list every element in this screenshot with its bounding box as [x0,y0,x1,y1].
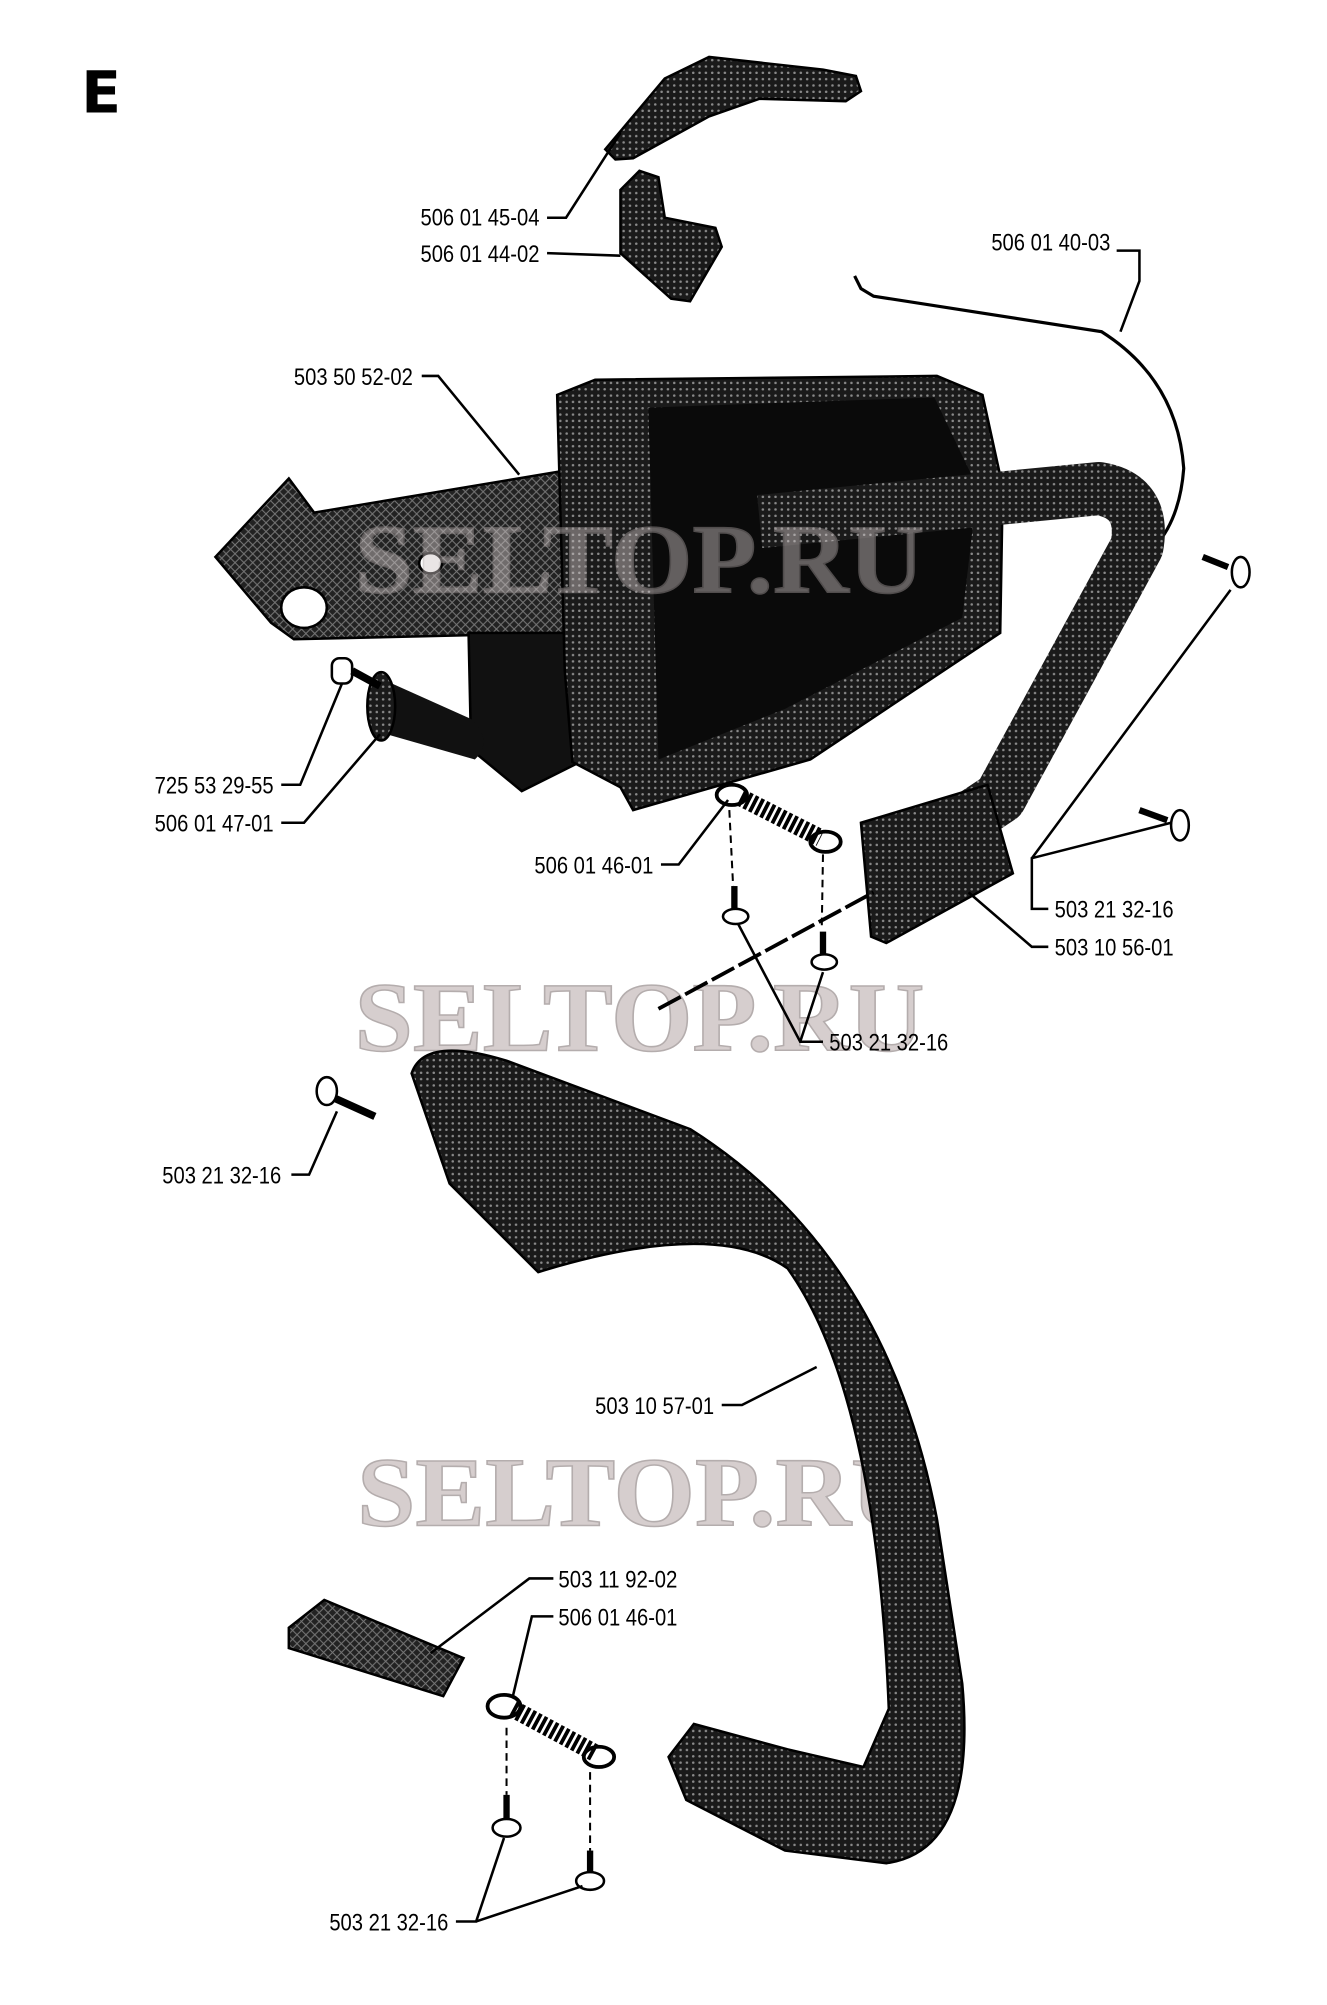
part-label-spring-lower: 506 01 46-01 [558,1604,677,1631]
buffer-spring-part [366,670,484,760]
screw [721,886,750,926]
screw [1138,807,1191,842]
watermark: SELTOP.RU [355,505,925,614]
part-label-rear-handle-cover: 503 10 56-01 [1055,935,1174,962]
part-label-grip-pad: 503 11 92-02 [558,1566,677,1593]
screw [315,1075,377,1120]
rear-handle-cover-part [757,462,1165,945]
part-label-lever-bracket: 506 01 44-02 [420,241,539,268]
bolt-part [330,656,382,690]
part-label-throttle-wire: 506 01 40-03 [991,230,1110,257]
watermark: SELTOP.RU [357,1438,927,1547]
screw [810,931,839,971]
screw [1201,554,1251,589]
part-label-buffer-spring: 506 01 47-01 [155,811,274,838]
spring-upper-part [714,782,843,854]
grip-pad-part [287,1598,466,1698]
lever-top-part [603,55,863,161]
throttle-wire-part [853,275,1186,548]
part-label-bolt: 725 53 29-55 [155,773,274,800]
part-label-screw-center: 503 21 32-16 [829,1030,948,1057]
lever-bracket-part [619,169,724,303]
part-label-lever-top: 506 01 45-04 [420,204,539,231]
rod-part [657,890,875,1011]
spring-lower-part [485,1692,617,1769]
screw [574,1850,606,1892]
part-label-screw-bottom: 503 21 32-16 [329,1909,448,1936]
part-label-screw-left: 503 21 32-16 [162,1163,281,1190]
section-letter: E [81,59,121,127]
screw [491,1794,522,1838]
part-label-handle-housing: 503 50 52-02 [294,364,413,391]
part-label-spring-upper: 506 01 46-01 [534,852,653,879]
front-handle-part [410,1049,966,1865]
part-label-screw-right: 503 21 32-16 [1055,897,1174,924]
part-label-front-handle: 503 10 57-01 [595,1393,714,1420]
